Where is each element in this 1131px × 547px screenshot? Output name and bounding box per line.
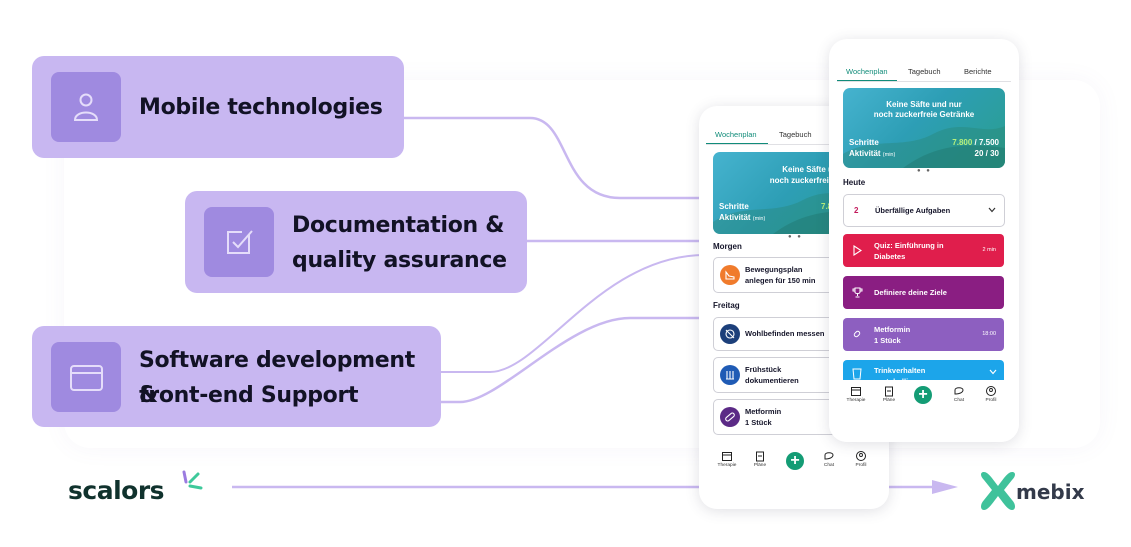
add-button[interactable]: + <box>914 386 932 404</box>
calendar-icon <box>722 452 732 461</box>
pill-icon <box>853 330 861 338</box>
goal-banner[interactable]: Keine Säfte und nur noch zuckerfreie Get… <box>843 88 1005 168</box>
calendar-icon <box>851 387 861 396</box>
scale-icon <box>720 324 740 344</box>
task-time: 2 min <box>982 247 996 253</box>
task-line2: dokumentieren <box>745 376 799 385</box>
task-quiz[interactable]: Quiz: Einführung in Diabetes 2 min <box>843 234 1004 267</box>
clipboard-icon <box>756 451 764 462</box>
steps-label: Schritte <box>849 138 879 147</box>
card-documentation: Documentation & quality assurance <box>185 191 527 293</box>
nav-profil[interactable]: Profil <box>979 385 1003 403</box>
overdue-dropdown[interactable]: 2 Überfällige Aufgaben <box>843 194 1005 227</box>
task-line2: anlegen für 150 min <box>745 276 816 285</box>
shoe-icon <box>720 265 740 285</box>
steps-value: 7.8 <box>821 202 833 211</box>
clipboard-icon <box>885 386 893 397</box>
steps-value: 7.800 / 7.500 <box>952 138 999 147</box>
banner-title-line2: noch zuckerfreie Getränke <box>769 176 871 185</box>
chat-icon <box>954 387 964 395</box>
card-label-line2: quality assurance <box>292 248 507 273</box>
task-line1: Bewegungsplan <box>745 265 803 274</box>
card-mobile-technologies: Mobile technologies <box>32 56 404 158</box>
nav-plaene[interactable]: Pläne <box>748 450 772 468</box>
overdue-label: Überfällige Aufgaben <box>875 206 951 215</box>
card-software-development: Software development & front-end Support <box>32 326 441 427</box>
chevron-down-icon <box>988 207 996 213</box>
nav-therapie[interactable]: Therapie <box>844 385 868 403</box>
tab-tagebuch[interactable]: Tagebuch <box>908 67 941 76</box>
section-freitag: Freitag <box>713 301 740 310</box>
task-line1: Metformin <box>745 407 782 416</box>
trophy-icon <box>852 287 863 298</box>
nav-therapie[interactable]: Therapie <box>715 450 739 468</box>
card-label: Mobile technologies <box>139 95 383 120</box>
card-label-line1: Documentation & <box>292 213 505 238</box>
tab-wochenplan[interactable]: Wochenplan <box>846 67 888 76</box>
section-morgen: Morgen <box>713 242 742 251</box>
steps-label: Schritte <box>719 202 749 211</box>
play-icon <box>853 245 862 256</box>
task-line1: Frühstück <box>745 365 782 374</box>
mebix-x-icon <box>981 472 1015 510</box>
add-button[interactable]: + <box>786 452 804 470</box>
window-icon <box>51 342 121 412</box>
task-line1: Quiz: Einführung in <box>874 241 944 250</box>
tab-bar: Wochenplan Tagebuch Berichte <box>829 63 1019 85</box>
task-line1: Metformin <box>874 325 911 334</box>
task-line2: Diabetes <box>874 252 906 261</box>
nav-chat[interactable]: Chat <box>817 450 841 468</box>
tab-bar: Wochenplan Tagebuch <box>699 126 889 148</box>
food-icon <box>720 365 740 385</box>
task-metformin[interactable]: Metformin 1 Stück 18:00 <box>843 318 1004 351</box>
mebix-logo: mebix <box>1016 480 1085 504</box>
banner-title-line1: Keine Säfte und nur <box>886 100 962 109</box>
banner-title-line1: Keine Säfte und nur <box>782 165 858 174</box>
user-icon <box>51 72 121 142</box>
chevron-down-icon <box>989 369 997 375</box>
overdue-count: 2 <box>854 206 859 215</box>
tab-berichte[interactable]: Berichte <box>964 67 992 76</box>
checkbox-icon <box>204 207 274 277</box>
task-line1: Trinkverhalten <box>874 366 926 375</box>
glass-icon <box>852 368 862 380</box>
scalors-logo: scalors <box>68 476 165 505</box>
carousel-dots: ● ● <box>788 234 803 240</box>
profile-icon <box>856 451 866 461</box>
section-heute: Heute <box>843 178 866 187</box>
phone-front: Wochenplan Tagebuch Berichte Keine Säfte… <box>829 39 1019 442</box>
nav-profil[interactable]: Profil <box>849 450 873 468</box>
card-label-line1: Software development & <box>139 348 416 408</box>
activity-label: Aktivität (min) <box>849 149 896 158</box>
tab-wochenplan[interactable]: Wochenplan <box>715 130 757 139</box>
activity-label: Aktivität (min) <box>719 213 766 222</box>
pill-icon <box>720 407 740 427</box>
carousel-dots: ● ● <box>917 168 932 174</box>
chat-icon <box>824 452 834 460</box>
task-line1: Wohlbefinden messen <box>745 329 825 338</box>
card-label-line2: front-end Support <box>139 383 359 408</box>
task-goals[interactable]: Definiere deine Ziele <box>843 276 1004 309</box>
task-time: 18:00 <box>982 331 996 337</box>
tab-tagebuch[interactable]: Tagebuch <box>779 130 812 139</box>
task-line1: Definiere deine Ziele <box>874 288 947 297</box>
banner-title-line2: noch zuckerfreie Getränke <box>873 110 975 119</box>
task-line2: 1 Stück <box>874 336 901 345</box>
nav-plaene[interactable]: Pläne <box>877 385 901 403</box>
scalors-spark-icon <box>182 470 203 490</box>
task-line2: 1 Stück <box>745 418 772 427</box>
activity-value: 20 / 30 <box>974 149 999 158</box>
nav-chat[interactable]: Chat <box>947 385 971 403</box>
profile-icon <box>986 386 996 396</box>
